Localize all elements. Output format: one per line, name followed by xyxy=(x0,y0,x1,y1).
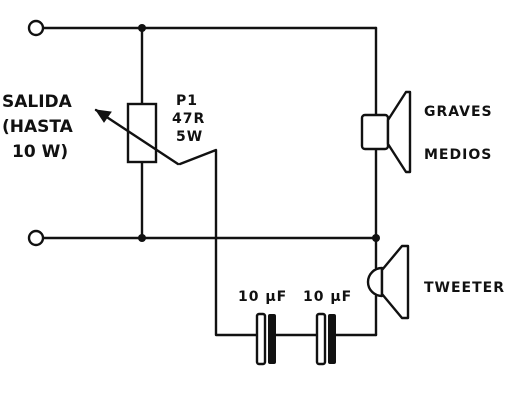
pot-power-label: 5W xyxy=(176,129,204,145)
capacitor-1-symbol xyxy=(255,312,276,366)
woofer-speaker-icon xyxy=(360,90,412,174)
potentiometer-body xyxy=(126,102,158,164)
pot-name-label: P1 xyxy=(176,93,199,109)
output-label-line2: (HASTA xyxy=(2,117,73,137)
woofer-label-medios: MEDIOS xyxy=(424,147,493,163)
potentiometer-wiper-arrow xyxy=(94,108,180,166)
output-label-line3: 10 W) xyxy=(12,142,69,162)
wiper-wire xyxy=(178,148,258,337)
capacitor-2-symbol xyxy=(315,312,336,366)
tweeter-speaker-icon xyxy=(366,244,410,320)
junction-dot-top xyxy=(138,24,146,32)
output-terminal-top xyxy=(27,19,45,37)
junction-dot-right xyxy=(372,234,380,242)
capacitor-2-label: 10 µF xyxy=(303,289,353,305)
capacitor-1-label: 10 µF xyxy=(238,289,288,305)
output-terminal-bottom xyxy=(27,229,45,247)
woofer-label-graves: GRAVES xyxy=(424,104,493,120)
pot-resistance-label: 47R xyxy=(172,111,206,127)
tweeter-label: TWEETER xyxy=(424,280,506,296)
output-label-line1: SALIDA xyxy=(2,92,72,112)
junction-dot-bottom xyxy=(138,234,146,242)
